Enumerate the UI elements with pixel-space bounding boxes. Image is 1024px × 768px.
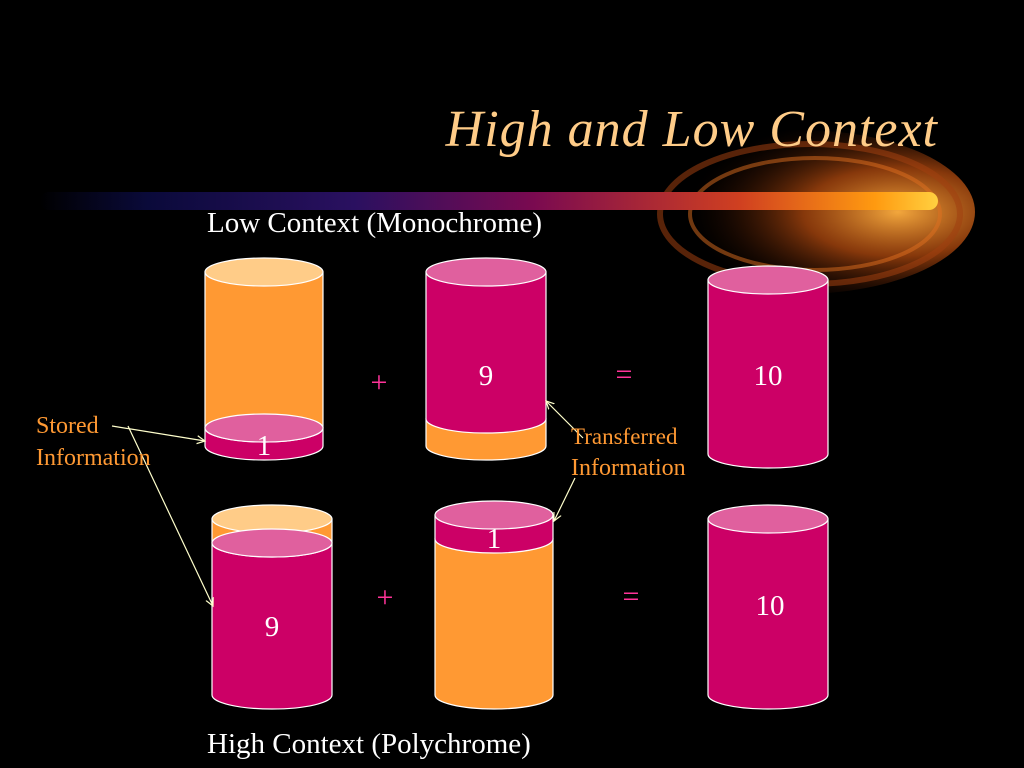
low-stored-cylinder-split xyxy=(204,413,324,443)
stored-callout-line-bottom xyxy=(127,425,213,606)
low-result-cylinder xyxy=(707,265,829,469)
stored-label-line1: Stored xyxy=(36,413,99,439)
low-transferred-cylinder-top xyxy=(425,257,547,287)
high-transferred-cylinder-lower-body xyxy=(434,538,554,710)
transferred-information-label: Transferred Information xyxy=(571,421,686,484)
high-transferred-cylinder-top xyxy=(434,500,554,530)
high-result-cylinder xyxy=(707,504,829,710)
high-stored-cylinder-split xyxy=(211,528,333,558)
high-equals-operator: = xyxy=(622,580,640,613)
high-stored-cylinder-lower-body xyxy=(211,542,333,710)
high-stored-cylinder xyxy=(211,504,333,710)
low-transferred-cylinder xyxy=(425,257,547,461)
high-stored-value: 9 xyxy=(264,611,280,643)
high-context-heading: High Context (Polychrome) xyxy=(207,728,531,760)
slide-title: High and Low Context xyxy=(445,101,938,158)
high-plus-operator: + xyxy=(376,581,394,614)
high-result-cylinder-top xyxy=(707,504,829,534)
low-transferred-cylinder-upper-body xyxy=(425,271,547,434)
low-stored-cylinder xyxy=(204,257,324,461)
transferred-callout-line-bottom xyxy=(554,477,576,521)
stored-information-label: Stored Information xyxy=(36,410,151,475)
low-stored-cylinder-top xyxy=(204,257,324,287)
stored-callout-line-top xyxy=(111,425,205,441)
low-context-heading: Low Context (Monochrome) xyxy=(207,207,543,239)
low-plus-operator: + xyxy=(370,366,388,399)
stored-label-line2: Information xyxy=(36,445,151,472)
transferred-label-line2: Information xyxy=(571,455,686,482)
cylinders-group xyxy=(204,257,829,710)
callout-lines xyxy=(111,401,584,606)
transferred-callout-line-top xyxy=(546,401,584,439)
transferred-label-line1: Transferred xyxy=(571,424,678,449)
low-result-cylinder-body xyxy=(707,279,829,469)
low-result-cylinder-top xyxy=(707,265,829,295)
low-equals-operator: = xyxy=(615,358,633,391)
low-transferred-value: 9 xyxy=(478,360,494,392)
low-stored-value: 1 xyxy=(256,430,272,462)
high-transferred-value: 1 xyxy=(486,523,502,555)
high-transferred-cylinder xyxy=(434,500,554,710)
decorative-swoosh xyxy=(40,130,975,294)
high-result-value: 10 xyxy=(755,590,785,622)
high-result-cylinder-body xyxy=(707,518,829,710)
low-result-value: 10 xyxy=(753,360,783,392)
